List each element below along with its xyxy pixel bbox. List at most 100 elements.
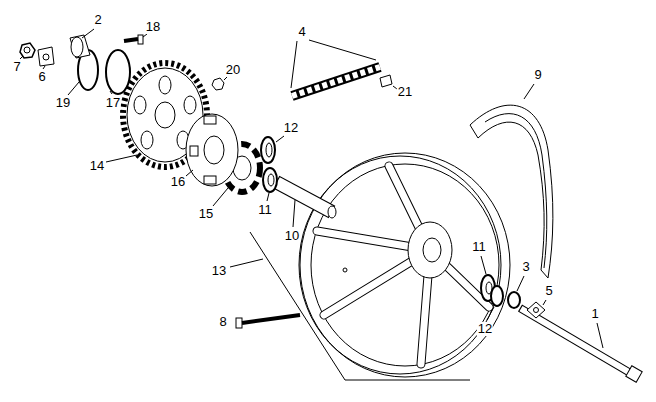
sprocket-window bbox=[159, 76, 171, 94]
bolt-head bbox=[138, 35, 143, 44]
callout-slot: 11 bbox=[257, 203, 273, 217]
axle-nut-bore bbox=[24, 47, 30, 53]
wheel-hub bbox=[408, 222, 452, 278]
leader-line bbox=[524, 84, 534, 99]
callout-number: 8 bbox=[218, 315, 227, 329]
chain-links bbox=[292, 67, 380, 96]
callout-number: 20 bbox=[225, 63, 241, 77]
callout-number: 18 bbox=[145, 20, 161, 34]
oil-seal bbox=[261, 137, 275, 163]
spacer-tube-end bbox=[328, 206, 336, 218]
callout-slot: 7 bbox=[12, 60, 21, 74]
oil-seal bbox=[491, 286, 503, 306]
nut bbox=[212, 78, 224, 90]
callout-number: 16 bbox=[170, 175, 186, 189]
sprocket-carrier-boss bbox=[204, 136, 224, 164]
leader-line bbox=[43, 66, 45, 69]
callout-slot: 12 bbox=[283, 121, 299, 135]
sprocket-carrier bbox=[186, 114, 238, 186]
master-link bbox=[380, 75, 392, 87]
callout-slot: 8 bbox=[218, 315, 227, 329]
adjuster-hole bbox=[43, 54, 49, 60]
callout-number: 3 bbox=[521, 260, 530, 274]
sprocket-teeth bbox=[123, 63, 207, 167]
callout-slot: 9 bbox=[533, 68, 542, 82]
callout-slot: 17 bbox=[105, 96, 121, 110]
axle-inner bbox=[521, 309, 631, 374]
chain-adjuster bbox=[527, 302, 545, 318]
leader-line bbox=[82, 29, 94, 38]
leader-line bbox=[597, 323, 603, 348]
callout-number: 12 bbox=[477, 322, 493, 336]
leader-line bbox=[267, 193, 269, 201]
leader-line bbox=[20, 56, 23, 59]
leader-line bbox=[276, 136, 284, 142]
oil-seal-bore bbox=[266, 143, 272, 157]
sprocket-window bbox=[134, 96, 146, 114]
tyre-rim-edge bbox=[299, 156, 501, 374]
spacer-tube bbox=[276, 182, 332, 212]
leader-line bbox=[186, 170, 193, 176]
adjuster-hole bbox=[534, 308, 539, 313]
callout-slot: 4 bbox=[297, 25, 306, 39]
leader-line bbox=[481, 256, 486, 274]
bearing-bore bbox=[268, 174, 274, 186]
callout-slot: 3 bbox=[521, 260, 530, 274]
chain bbox=[292, 67, 380, 96]
callout-slot: 12 bbox=[477, 322, 493, 336]
bearing bbox=[263, 168, 277, 192]
carrier-lug bbox=[204, 116, 216, 124]
bolt-shank bbox=[242, 315, 300, 323]
callout-number: 9 bbox=[533, 68, 542, 82]
callout-number: 11 bbox=[257, 203, 273, 217]
callout-number: 14 bbox=[89, 159, 105, 173]
sprocket-hole bbox=[155, 102, 175, 128]
callout-number: 15 bbox=[198, 207, 214, 221]
tyre-rim-inner bbox=[311, 164, 499, 366]
callout-number: 13 bbox=[211, 264, 227, 278]
callout-slot: 10 bbox=[284, 229, 300, 243]
callout-number: 17 bbox=[105, 96, 121, 110]
spacer-tube-inner bbox=[277, 183, 331, 212]
leader-lines bbox=[20, 29, 603, 348]
callout-number: 12 bbox=[283, 121, 299, 135]
callout-slot: 18 bbox=[145, 20, 161, 34]
leader-line bbox=[517, 276, 524, 291]
sprocket-window bbox=[141, 131, 153, 149]
carrier-lug bbox=[190, 146, 198, 156]
leader-line bbox=[224, 77, 227, 80]
spacer-end bbox=[71, 37, 83, 57]
leader-line bbox=[230, 259, 263, 267]
callout-number: 6 bbox=[37, 70, 46, 84]
tyre-rim-outer bbox=[300, 153, 510, 377]
leader-line bbox=[110, 91, 112, 94]
callout-number: 7 bbox=[12, 60, 21, 74]
callout-slot: 11 bbox=[471, 240, 487, 254]
callout-number: 11 bbox=[471, 240, 487, 254]
leader-line bbox=[291, 41, 297, 88]
axle-nut bbox=[20, 43, 35, 58]
callout-slot: 6 bbox=[37, 70, 46, 84]
callout-slot: 1 bbox=[590, 307, 599, 321]
callout-number: 5 bbox=[544, 284, 553, 298]
leader-line bbox=[143, 34, 147, 37]
callout-slot: 21 bbox=[397, 85, 413, 99]
carrier-lug bbox=[204, 176, 216, 184]
leader-line bbox=[543, 300, 546, 305]
callout-number: 2 bbox=[93, 13, 102, 27]
callout-number: 19 bbox=[55, 96, 71, 110]
wheel-hub-bore bbox=[423, 238, 441, 262]
bolt-head bbox=[236, 318, 242, 328]
valve-hole bbox=[343, 268, 347, 272]
group-bracket bbox=[250, 232, 470, 380]
circlip bbox=[106, 50, 130, 94]
callout-slot: 5 bbox=[544, 284, 553, 298]
callout-slot: 2 bbox=[93, 13, 102, 27]
callout-slot: 16 bbox=[170, 175, 186, 189]
spacer bbox=[70, 35, 90, 58]
callout-slot: 20 bbox=[225, 63, 241, 77]
callout-number: 10 bbox=[284, 229, 300, 243]
sprocket-window bbox=[184, 96, 196, 114]
